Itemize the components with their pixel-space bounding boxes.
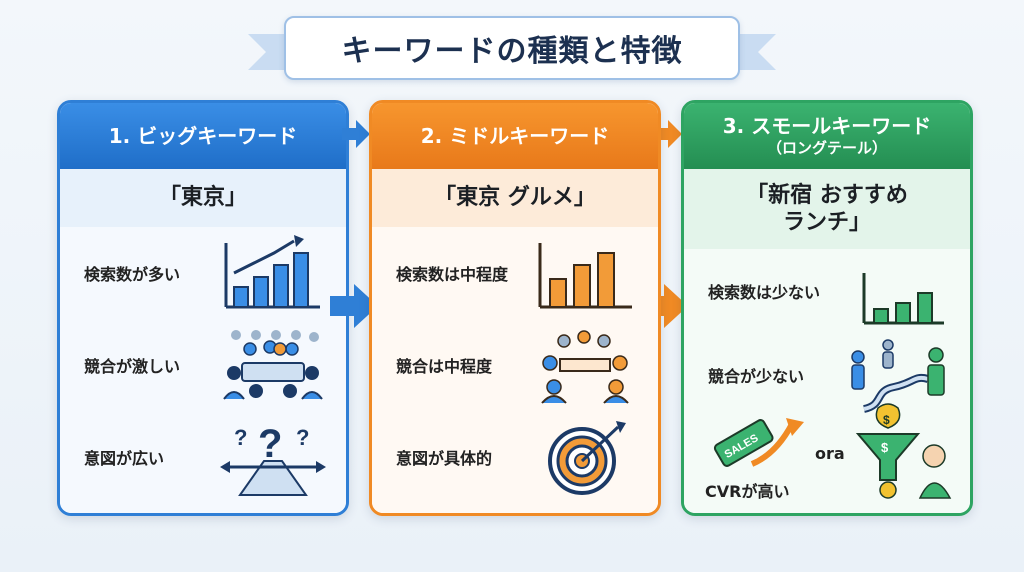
- group-icon: [541, 330, 629, 404]
- feature-label: 意図が具体的: [396, 449, 493, 468]
- card-header-label: 2. ミドルキーワード: [420, 123, 610, 148]
- card-header: 2. ミドルキーワード: [372, 103, 658, 169]
- crowd-meeting-icon: [223, 330, 323, 400]
- feature-row: 検索数は中程度: [372, 227, 658, 319]
- arrow-right-icon: [330, 284, 378, 328]
- feature-row: 競合が少ない: [684, 333, 970, 417]
- arrow-right-icon: [654, 120, 682, 148]
- card-header-label: 3. スモールキーワード: [722, 113, 932, 138]
- card-header: 1. ビッグキーワード: [60, 103, 346, 169]
- keyword-example: 「東京」: [60, 169, 346, 228]
- page-title: キーワードの種類と特徴: [284, 16, 740, 80]
- feature-row: 意図が広い ? ? ?: [60, 411, 346, 503]
- sales-tag-icon: SALES: [713, 418, 804, 467]
- feature-label: 意図が広い: [84, 449, 165, 468]
- keyword-example: 「東京 グルメ」: [372, 169, 658, 228]
- feature-label: 検索数が多い: [84, 265, 181, 284]
- card-header: 3. スモールキーワード （ロングテール）: [684, 103, 970, 169]
- feature-row: 競合が激しい: [60, 319, 346, 411]
- svg-text:$: $: [881, 440, 889, 455]
- feature-label: 競合は中程度: [396, 357, 493, 376]
- feature-label: 検索数は中程度: [396, 265, 509, 284]
- svg-text:$: $: [883, 413, 890, 427]
- keyword-line-1: 「新宿 おすすめ: [746, 182, 908, 208]
- feature-row: 検索数が多い: [60, 227, 346, 319]
- bar-chart-up-icon: [224, 235, 320, 309]
- card-small-keyword: 3. スモールキーワード （ロングテール） 「新宿 おすすめ ランチ」 検索数は…: [681, 100, 973, 516]
- card-body: 検索数は少ない 競合が少ない: [684, 249, 970, 513]
- target-icon: [548, 421, 626, 495]
- feature-row: 競合は中程度: [372, 319, 658, 411]
- keyword-example: 「新宿 おすすめ ランチ」: [684, 169, 970, 250]
- card-body: 検索数が多い 競合が激しい: [60, 227, 346, 513]
- feature-row: 検索数は少ない: [684, 249, 970, 333]
- card-subheader: （ロングテール）: [766, 138, 887, 157]
- svg-text:?: ?: [258, 422, 282, 466]
- feature-label: 競合が少ない: [708, 367, 805, 386]
- card-body: 検索数は中程度 競合は中程度 意図が具体的: [372, 227, 658, 513]
- card-header-label: 1. ビッグキーワード: [108, 123, 298, 148]
- bar-chart-icon: [538, 243, 632, 309]
- ora-text: ora: [815, 444, 845, 463]
- card-big-keyword: 1. ビッグキーワード 「東京」 検索数が多い 競合が激しい: [57, 100, 349, 516]
- card-middle-keyword: 2. ミドルキーワード 「東京 グルメ」 検索数は中程度 競合は中程度: [369, 100, 661, 516]
- svg-text:?: ?: [234, 425, 247, 450]
- feature-row: 意図が具体的: [372, 411, 658, 503]
- sales-funnel-icon: $ $: [855, 403, 952, 499]
- svg-text:?: ?: [296, 425, 309, 450]
- title-banner: キーワードの種類と特徴: [248, 10, 776, 80]
- feature-label: 検索数は少ない: [708, 283, 821, 302]
- feature-label: CVRが高い: [705, 482, 790, 501]
- keyword-line-2: ランチ」: [782, 210, 871, 235]
- arrow-right-icon: [342, 120, 370, 148]
- arrow-right-icon: [640, 284, 688, 328]
- path-people-icon: [851, 339, 945, 413]
- question-crossroads-icon: ? ? ?: [220, 422, 326, 496]
- feature-label: 競合が激しい: [84, 357, 181, 376]
- small-bar-chart-icon: [862, 273, 944, 325]
